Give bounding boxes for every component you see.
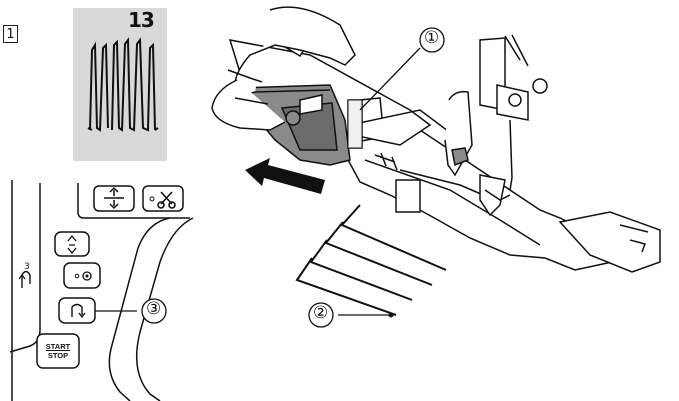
stitch-adjust-icon [67,234,77,255]
start-stop-label: START STOP [37,342,79,360]
start-label: START [45,342,71,351]
needle-up-down-icon [104,186,124,210]
needle-stop-icon [74,271,92,281]
start-stop-button[interactable] [36,333,80,369]
callout-2-label: ② [313,303,329,323]
callout-3-circle [141,298,167,324]
reverse-arrow-icon [21,270,31,288]
callout-1-leader [359,47,421,111]
control-panel-housing [9,180,194,401]
needle-up-down-button[interactable] [93,185,135,212]
reverse-stitch-icon [71,303,86,319]
needle-stop-button[interactable] [63,262,101,289]
reverse-stitch-button[interactable] [58,297,96,324]
push-arrow-icon [245,158,325,194]
step-number-box: 1 [3,25,18,43]
needle-bar [444,34,548,217]
thread-cutter-button[interactable] [142,185,184,212]
stitch-adjust-button[interactable] [54,231,90,257]
callout-2-circle [308,302,334,328]
pattern-display [73,8,167,161]
reverse-count-label: 3 [24,262,30,272]
buttonhole-pattern-icon [87,37,159,132]
callout-1-circle [419,27,445,53]
buttonhole-marks [295,204,447,316]
buttonhole-foot [228,29,661,273]
callout-3-label: ③ [146,299,162,319]
pattern-number: 13 [128,8,155,32]
thread-cutter-icon [157,191,176,209]
stop-label: STOP [47,351,69,360]
callout-1-label: ① [424,28,440,48]
hand [211,6,356,131]
